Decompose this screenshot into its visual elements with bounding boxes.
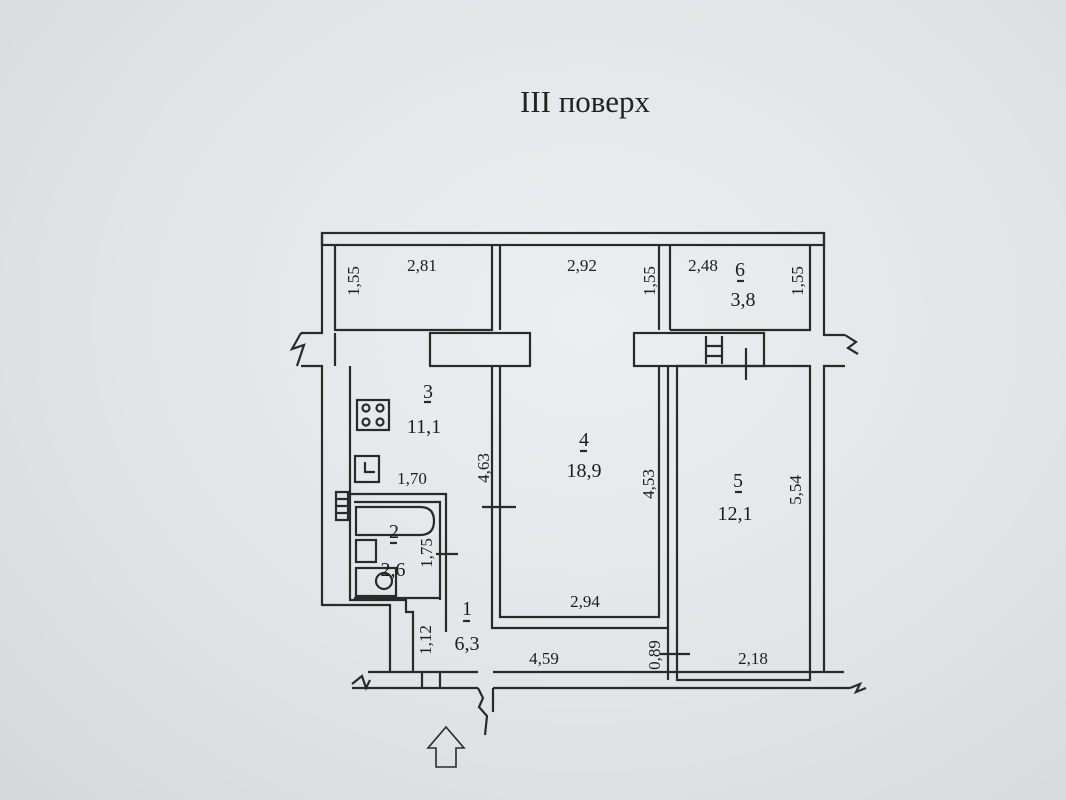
stove (355, 398, 391, 432)
sink (354, 538, 378, 564)
dim-balcony-mid-width: 2,92 (567, 256, 597, 275)
balcony-mid-right (657, 245, 672, 330)
room2-number: 2 (389, 521, 399, 543)
dim-balcony-left-height: 1,55 (344, 266, 363, 296)
room6-area: 3,8 (731, 289, 756, 311)
entrance-arrow-icon (426, 725, 466, 768)
room1-area: 6,3 (455, 633, 480, 655)
room3-inner-wall (348, 366, 415, 620)
break-mark-left (289, 332, 306, 367)
toilet-bowl (374, 571, 394, 591)
plan-walls (289, 231, 867, 768)
window-frame (704, 336, 724, 364)
room3-number: 3 (423, 381, 433, 403)
radiator (334, 490, 350, 522)
room2-walls (350, 492, 448, 607)
toilet-box (354, 566, 398, 598)
dim-room2-height: 1,75 (417, 538, 436, 568)
dim-room4-height: 4,53 (639, 469, 658, 499)
room5-area: 12,1 (718, 503, 753, 525)
dim-room3-height: 4,63 (474, 453, 493, 483)
kitchen-sink (353, 454, 381, 484)
break-mark-bottom (477, 687, 489, 736)
dim-room5-height: 5,54 (786, 475, 805, 505)
break-mark-right (844, 334, 859, 355)
room2-inner (354, 500, 442, 600)
balcony-left (333, 245, 494, 332)
room4-inner (498, 366, 661, 619)
burner-2 (375, 403, 385, 413)
dim-room4-width: 2,94 (570, 592, 600, 611)
room6-number: 6 (735, 259, 745, 281)
dim-room1-height: 1,12 (416, 625, 435, 655)
dim-balcony-mid-height: 1,55 (640, 266, 659, 296)
room5-number: 5 (733, 470, 743, 492)
kitchen-tap (363, 462, 375, 474)
balcony-rail (320, 231, 826, 247)
burner-1 (361, 403, 371, 413)
pier-wall-1 (428, 331, 532, 368)
dim-room1-width: 4,59 (529, 649, 559, 668)
floor-title: III поверх (519, 84, 651, 119)
entry-walls (411, 620, 442, 688)
dim-room1-step: 0,89 (645, 640, 664, 670)
dim-room5-width: 2,18 (738, 649, 768, 668)
dim-balcony-right-height: 1,55 (788, 266, 807, 296)
room4-outer (490, 366, 670, 630)
room4-area: 18,9 (567, 460, 602, 482)
break-mark-bottom-right (849, 681, 867, 695)
outer-wall-left (301, 233, 392, 672)
break-mark-bottom-left (351, 674, 371, 691)
balcony-right (670, 245, 812, 332)
dim-balcony-right-width: 2,48 (688, 256, 718, 275)
room2-area: 2,6 (381, 559, 406, 581)
plan-labels: 3 11,1 4 18,9 5 12,1 6 3,8 2 2,6 1 6,3 2… (344, 256, 807, 670)
room4-number: 4 (579, 429, 589, 451)
burner-4 (375, 417, 385, 427)
dim-room3-width: 1,70 (397, 469, 427, 488)
room3-area: 11,1 (407, 416, 441, 438)
dim-balcony-left-width: 2,81 (407, 256, 437, 275)
pier-wall-2 (632, 331, 766, 368)
room1-number: 1 (462, 598, 472, 620)
bathtub (354, 505, 436, 537)
outer-wall-right (822, 233, 845, 672)
burner-3 (361, 417, 371, 427)
